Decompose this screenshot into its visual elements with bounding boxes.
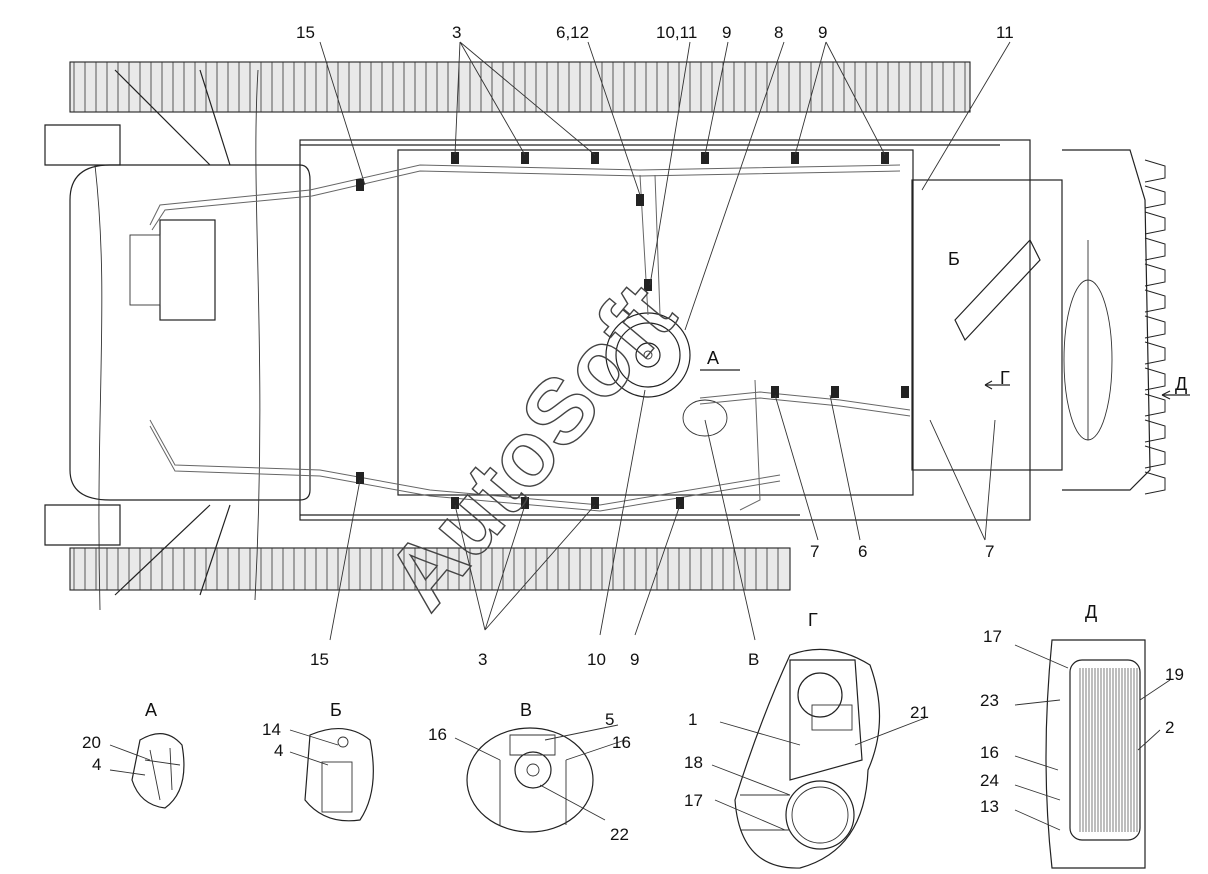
callout-bottom-2: 3 xyxy=(478,650,487,669)
view-d-part-2: 19 xyxy=(1165,665,1184,684)
cab-outline xyxy=(69,164,311,501)
clamp-marker xyxy=(644,279,652,291)
clamp-marker xyxy=(451,152,459,164)
view-b-part-2: 4 xyxy=(274,741,283,760)
dozer-blade-teeth xyxy=(1144,159,1166,495)
callout-top-4: 10,11 xyxy=(656,23,697,42)
hose-lower xyxy=(149,419,781,506)
detail-view-d: Д 17 19 23 2 16 24 13 xyxy=(980,602,1184,869)
view-g-part-3: 18 xyxy=(684,753,703,772)
view-d-part-1: 17 xyxy=(983,627,1002,646)
callout-right-1: 7 xyxy=(810,542,819,561)
lower-track xyxy=(69,547,791,591)
view-a-part-2: 4 xyxy=(92,755,101,774)
clamp-marker xyxy=(356,179,364,191)
view-v-part-4: 22 xyxy=(610,825,629,844)
detail-view-v: В 16 5 16 22 xyxy=(428,700,631,844)
hose-clamps xyxy=(356,152,909,509)
clamp-marker xyxy=(881,152,889,164)
hose-upper xyxy=(149,164,901,226)
callout-top-3: 6,12 xyxy=(556,23,589,42)
callout-bottom-4: 9 xyxy=(630,650,639,669)
callout-top-5: 9 xyxy=(722,23,731,42)
view-ref-d: Д xyxy=(1175,374,1187,394)
callout-right-3: 7 xyxy=(985,542,994,561)
clamp-marker xyxy=(771,386,779,398)
view-ref-b: Б xyxy=(948,249,960,269)
upper-track xyxy=(69,61,971,113)
hose-reel xyxy=(605,312,691,398)
callout-bottom-5: В xyxy=(748,650,759,669)
view-a-part-1: 20 xyxy=(82,733,101,752)
bottom-callouts: 15 3 10 9 В xyxy=(310,650,759,669)
view-b-title: Б xyxy=(330,700,342,720)
view-a-title: А xyxy=(145,700,157,720)
clamp-marker xyxy=(831,386,839,398)
clamp-marker xyxy=(451,497,459,509)
view-d-part-5: 16 xyxy=(980,743,999,762)
clamp-marker xyxy=(636,194,644,206)
callout-top-1: 15 xyxy=(296,23,315,42)
view-d-part-4: 2 xyxy=(1165,718,1174,737)
view-d-part-7: 13 xyxy=(980,797,999,816)
view-g-part-1: 1 xyxy=(688,710,697,729)
clamp-marker xyxy=(521,152,529,164)
view-ref-g: Г xyxy=(1000,368,1010,388)
view-d-part-6: 24 xyxy=(980,771,999,790)
callout-top-7: 9 xyxy=(818,23,827,42)
top-callouts: 15 3 6,12 10,11 9 8 9 11 xyxy=(296,23,1014,42)
callout-top-2: 3 xyxy=(452,23,461,42)
clamp-marker xyxy=(791,152,799,164)
clamp-marker xyxy=(591,152,599,164)
view-b-part-1: 14 xyxy=(262,720,281,739)
view-g-title: Г xyxy=(808,610,818,630)
clamp-marker xyxy=(591,497,599,509)
view-v-title: В xyxy=(520,700,532,720)
machine-top-view xyxy=(44,41,1166,641)
view-g-part-2: 21 xyxy=(910,703,929,722)
callout-right-2: 6 xyxy=(858,542,867,561)
view-v-part-1: 16 xyxy=(428,725,447,744)
fuel-tank-plate xyxy=(397,149,914,496)
callout-top-6: 8 xyxy=(774,23,783,42)
detail-view-g: Г 1 21 18 17 xyxy=(684,610,929,869)
detail-view-a: А 20 4 xyxy=(82,700,185,809)
view-v-part-2: 5 xyxy=(605,710,614,729)
inner-view-letters: А Б Г Д xyxy=(700,249,1190,400)
radiator-core xyxy=(1079,668,1138,832)
engine-bay xyxy=(911,179,1063,471)
view-g-part-4: 17 xyxy=(684,791,703,810)
chassis-frame xyxy=(299,139,1031,521)
clamp-marker xyxy=(521,497,529,509)
view-d-title: Д xyxy=(1085,602,1097,622)
callout-bottom-1: 15 xyxy=(310,650,329,669)
right-callouts: 7 6 7 xyxy=(810,542,994,561)
clamp-marker xyxy=(701,152,709,164)
view-v-part-3: 16 xyxy=(612,733,631,752)
view-ref-a: А xyxy=(707,348,719,368)
cab-control-block xyxy=(159,219,216,321)
clamp-marker xyxy=(356,472,364,484)
clamp-marker xyxy=(901,386,909,398)
clamp-marker xyxy=(676,497,684,509)
callout-top-8: 11 xyxy=(996,23,1014,42)
view-d-part-3: 23 xyxy=(980,691,999,710)
detail-view-b: Б 14 4 xyxy=(262,700,374,822)
callout-bottom-3: 10 xyxy=(587,650,606,669)
